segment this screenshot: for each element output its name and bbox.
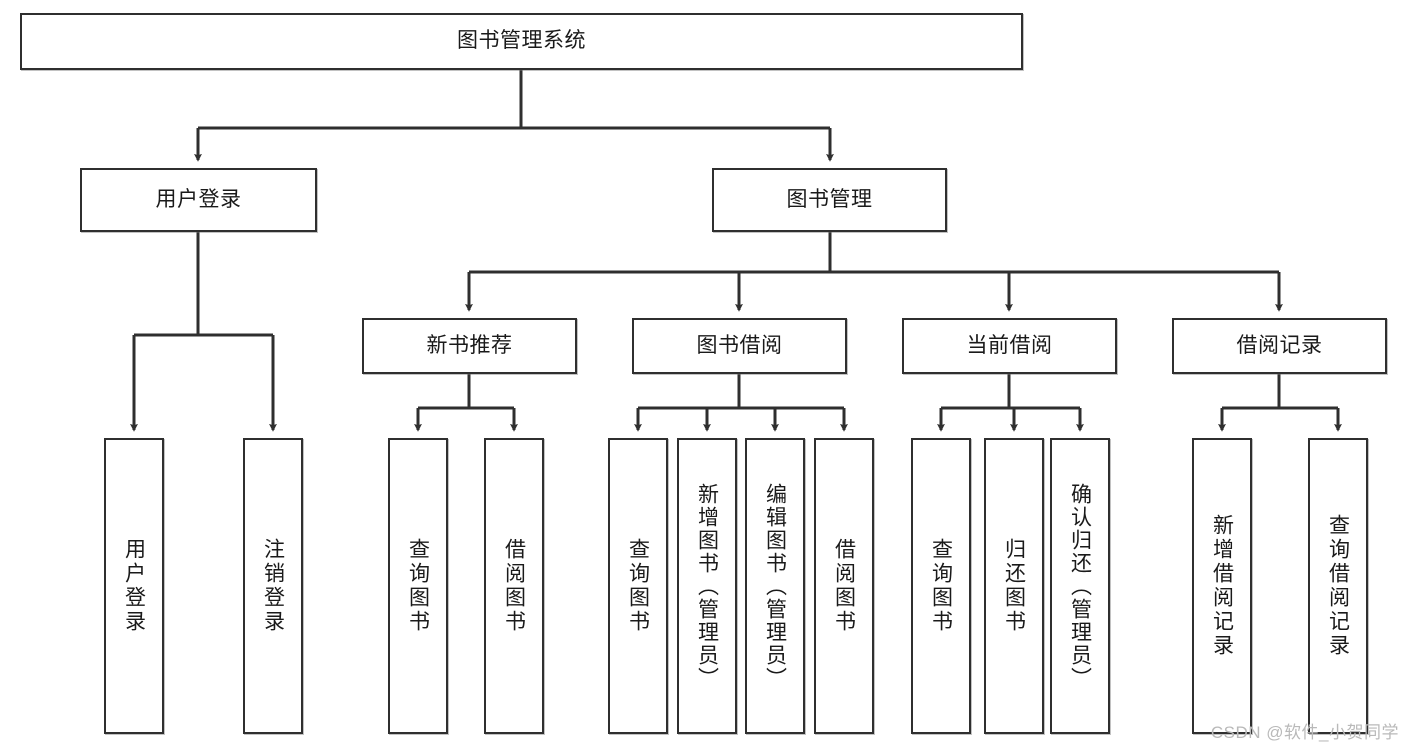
node-leaf-rec-query-label: 查询图书 — [406, 538, 430, 634]
node-root[interactable]: 图书管理系统 — [20, 13, 1023, 70]
node-book-borrow-label: 图书借阅 — [696, 333, 783, 357]
node-leaf-borrow-edit-label: 编辑图书（管理员） — [763, 482, 787, 690]
node-current-borrow[interactable]: 当前借阅 — [902, 318, 1117, 374]
node-borrow-record[interactable]: 借阅记录 — [1172, 318, 1387, 374]
node-leaf-borrow-add[interactable]: 新增图书（管理员） — [677, 438, 737, 734]
node-leaf-rec-borrow-label: 借阅图书 — [502, 538, 526, 634]
node-borrow-record-label: 借阅记录 — [1236, 333, 1323, 357]
node-leaf-user-logout[interactable]: 注销登录 — [243, 438, 303, 734]
node-leaf-borrow-query-label: 查询图书 — [626, 538, 650, 634]
node-leaf-cur-confirm[interactable]: 确认归还（管理员） — [1050, 438, 1110, 734]
node-leaf-cur-return[interactable]: 归还图书 — [984, 438, 1044, 734]
node-new-book-rec-label: 新书推荐 — [426, 333, 513, 357]
node-user-login[interactable]: 用户登录 — [80, 168, 317, 232]
node-user-login-label: 用户登录 — [155, 187, 242, 211]
node-current-borrow-label: 当前借阅 — [966, 333, 1053, 357]
node-leaf-borrow-add-label: 新增图书（管理员） — [695, 482, 719, 690]
node-leaf-rec-query2[interactable]: 查询借阅记录 — [1308, 438, 1368, 734]
node-leaf-borrow-query[interactable]: 查询图书 — [608, 438, 668, 734]
node-leaf-cur-confirm-label: 确认归还（管理员） — [1068, 482, 1092, 690]
node-leaf-user-login-label: 用户登录 — [122, 538, 146, 634]
node-leaf-rec-borrow[interactable]: 借阅图书 — [484, 438, 544, 734]
node-book-manage-label: 图书管理 — [786, 187, 873, 211]
node-leaf-user-login[interactable]: 用户登录 — [104, 438, 164, 734]
node-leaf-rec-query[interactable]: 查询图书 — [388, 438, 448, 734]
node-leaf-cur-return-label: 归还图书 — [1002, 538, 1026, 634]
node-new-book-rec[interactable]: 新书推荐 — [362, 318, 577, 374]
node-leaf-cur-query-label: 查询图书 — [929, 538, 953, 634]
node-leaf-borrow-edit[interactable]: 编辑图书（管理员） — [745, 438, 805, 734]
node-root-label: 图书管理系统 — [457, 29, 586, 53]
csdn-watermark: CSDN @软件_小贺同学 — [1210, 723, 1399, 742]
node-leaf-rec-query2-label: 查询借阅记录 — [1326, 514, 1350, 658]
node-leaf-rec-add-label: 新增借阅记录 — [1210, 514, 1234, 658]
node-leaf-cur-query[interactable]: 查询图书 — [911, 438, 971, 734]
node-book-borrow[interactable]: 图书借阅 — [632, 318, 847, 374]
node-book-manage[interactable]: 图书管理 — [712, 168, 947, 232]
node-leaf-borrow-lend[interactable]: 借阅图书 — [814, 438, 874, 734]
node-leaf-borrow-lend-label: 借阅图书 — [832, 538, 856, 634]
node-leaf-user-logout-label: 注销登录 — [261, 538, 285, 634]
node-leaf-rec-add[interactable]: 新增借阅记录 — [1192, 438, 1252, 734]
